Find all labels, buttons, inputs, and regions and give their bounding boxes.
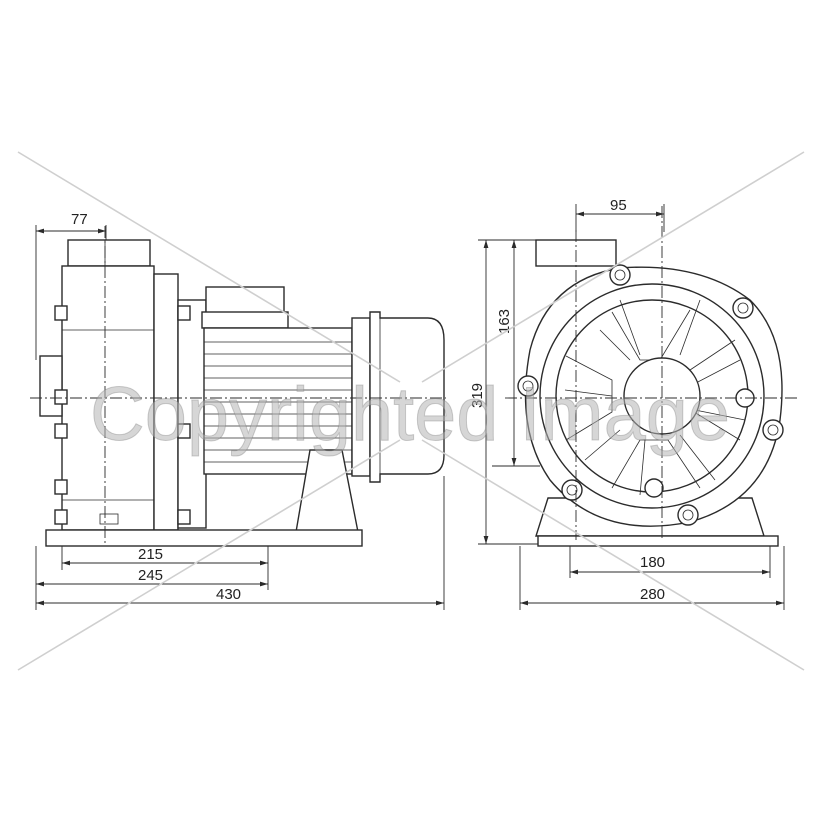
front-view-dimensions (478, 204, 785, 610)
dim-180: 180 (640, 554, 665, 571)
side-view (30, 226, 446, 547)
dim-77: 77 (71, 211, 88, 228)
side-base-plate (45, 529, 363, 547)
housing-flange (153, 273, 179, 531)
adapter-plate (177, 299, 207, 529)
dim-430: 430 (216, 586, 241, 603)
volute-bolts (517, 264, 784, 526)
volute-inner-ring (539, 283, 765, 509)
dim-163: 163 (496, 309, 513, 334)
fan-cover (369, 311, 445, 483)
dim-280: 280 (640, 586, 665, 603)
watermark: Copyrighted Image (17, 151, 805, 671)
side-view-dimensions (35, 225, 445, 610)
dim-245: 245 (138, 567, 163, 584)
side-outlet-pipe (67, 239, 151, 267)
dim-215: 215 (138, 546, 163, 563)
watermark-text: Copyrighted Image (90, 372, 730, 457)
terminal-box (205, 286, 285, 316)
housing-bolts (54, 305, 191, 525)
dim-95: 95 (610, 197, 627, 214)
front-base-plate (537, 535, 779, 547)
suction-stub (39, 355, 63, 417)
dim-319: 319 (469, 383, 486, 408)
front-view (505, 206, 800, 547)
